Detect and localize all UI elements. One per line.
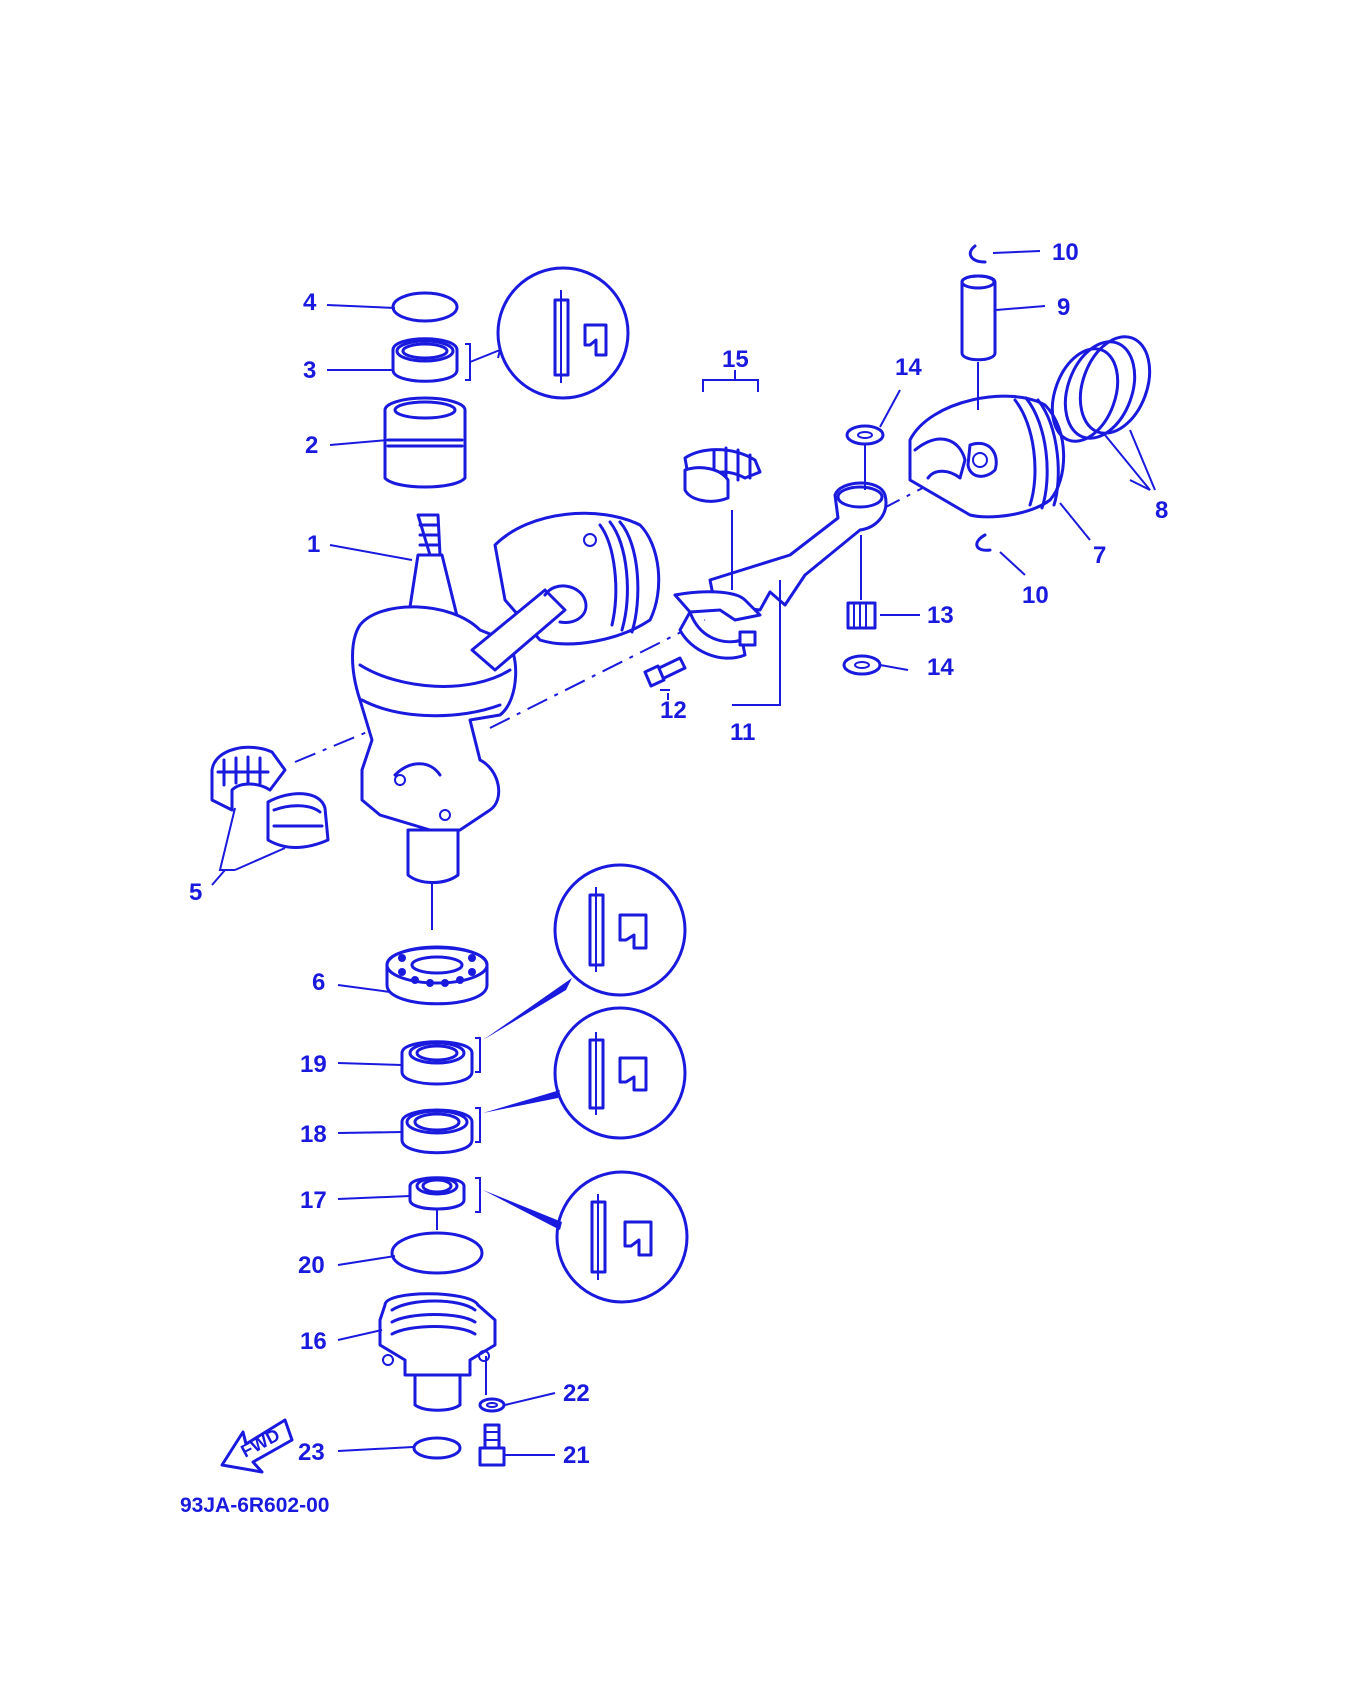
part-label-15: 15 xyxy=(722,346,749,373)
part-label-5: 5 xyxy=(189,879,202,906)
oil-seal-17 xyxy=(408,1176,466,1211)
assembled-piston xyxy=(470,511,661,672)
piston-7 xyxy=(908,394,1066,519)
part-label-4: 4 xyxy=(303,289,317,316)
cap-4 xyxy=(391,291,459,323)
part-label-14-bottom: 14 xyxy=(927,654,954,681)
clip-10-bottom xyxy=(975,533,992,552)
part-label-3: 3 xyxy=(303,357,316,384)
part-label-6: 6 xyxy=(312,969,325,996)
drawing-code: 93JA-6R602-00 xyxy=(180,1494,329,1517)
thrust-washer-14-top xyxy=(845,424,885,490)
callout-leaders xyxy=(475,978,572,1230)
o-ring-20 xyxy=(390,1231,484,1275)
bearing-cage-set-5 xyxy=(210,745,330,871)
grease-callout-17 xyxy=(555,1170,689,1304)
grease-callout-18 xyxy=(553,1006,687,1140)
part-label-12: 12 xyxy=(660,697,687,724)
grease-callout-top xyxy=(469,266,630,400)
part-label-19: 19 xyxy=(300,1051,327,1078)
bolt-12 xyxy=(643,656,687,700)
part-label-8: 8 xyxy=(1155,497,1168,524)
part-label-23: 23 xyxy=(298,1439,325,1466)
piston-pin-9 xyxy=(960,274,997,410)
connecting-rod-11 xyxy=(673,481,888,706)
needle-bearing-15 xyxy=(683,370,762,590)
part-label-7: 7 xyxy=(1093,542,1106,569)
ball-bearing-6 xyxy=(385,945,489,1006)
bolt-21 xyxy=(478,1423,506,1467)
part-labels: 4 3 2 1 5 6 19 18 17 20 16 23 22 21 10 9… xyxy=(189,239,1168,1469)
part-label-17: 17 xyxy=(300,1187,327,1214)
sleeve-2 xyxy=(383,396,467,489)
grease-callout-19 xyxy=(553,863,687,997)
needle-bearing-13 xyxy=(846,535,877,630)
part-label-13: 13 xyxy=(927,602,954,629)
part-label-10-top: 10 xyxy=(1052,239,1079,266)
thrust-washer-14-bottom xyxy=(842,654,882,676)
part-label-2: 2 xyxy=(305,432,318,459)
part-label-14-top: 14 xyxy=(895,354,922,381)
part-label-10-bottom: 10 xyxy=(1022,582,1049,609)
part-label-16: 16 xyxy=(300,1328,327,1355)
part-label-18: 18 xyxy=(300,1121,327,1148)
part-label-11: 11 xyxy=(730,719,755,746)
part-label-22: 22 xyxy=(563,1380,590,1407)
part-label-20: 20 xyxy=(298,1252,325,1279)
part-label-9: 9 xyxy=(1057,294,1070,321)
piston-rings-8 xyxy=(1050,335,1156,491)
part-label-21: 21 xyxy=(563,1442,590,1469)
label-leader-lines xyxy=(211,250,1091,1456)
forward-arrow-icon: FWD xyxy=(220,1418,294,1474)
oil-seal-19 xyxy=(400,1040,474,1086)
clip-10-top xyxy=(968,244,987,264)
crankshaft xyxy=(351,513,518,884)
part-label-1: 1 xyxy=(307,531,320,558)
o-ring-23 xyxy=(412,1436,462,1460)
washer-22 xyxy=(478,1397,506,1413)
oil-seal-3 xyxy=(391,337,471,383)
oil-seal-18 xyxy=(400,1108,474,1155)
lower-housing-16 xyxy=(378,1292,497,1412)
